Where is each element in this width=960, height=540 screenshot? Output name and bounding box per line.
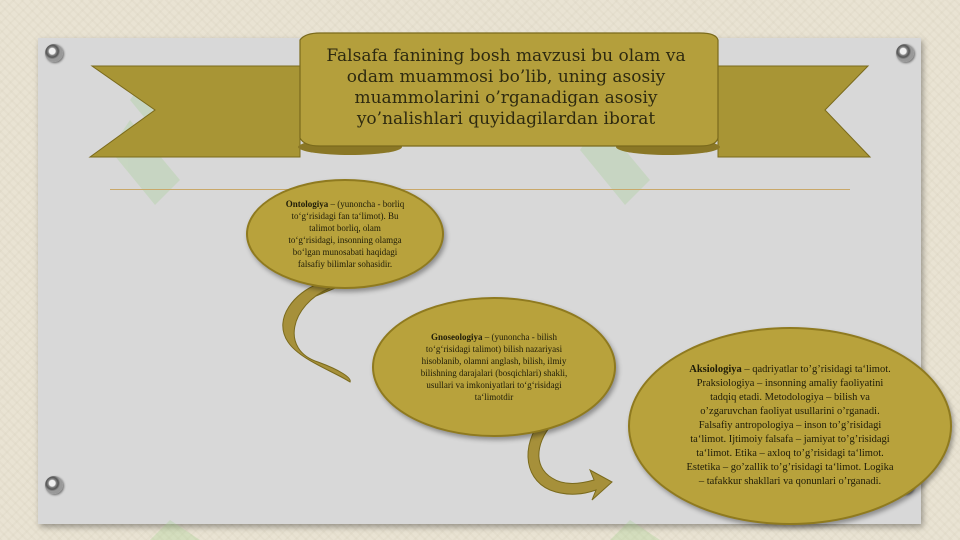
- bubble-description: – qadriyatlar to’g’risidagi ta‘limot. Pr…: [686, 364, 894, 487]
- bubble-text: Ontologiya – (yunoncha - borliq to‘g‘ris…: [285, 198, 405, 270]
- bubble-term: Ontologiya: [285, 199, 329, 209]
- divider-line: [110, 189, 850, 190]
- bubble-gnoseologiya: Gnoseologiya – (yunoncha - bilish to‘g‘r…: [372, 297, 616, 437]
- pin-icon: [45, 44, 63, 62]
- bubble-ontologiya: Ontologiya – (yunoncha - borliq to‘g‘ris…: [246, 179, 444, 289]
- bubble-description: – (yunoncha - bilish to‘g‘risidagi talim…: [420, 332, 568, 402]
- bubble-description: – (yunoncha - borliq to‘g‘risidagi fan t…: [288, 199, 405, 269]
- pin-icon: [896, 44, 914, 62]
- bubble-text: Aksiologiya – qadriyatlar to’g’risidagi …: [685, 363, 895, 489]
- pin-icon: [45, 476, 63, 494]
- bubble-term: Aksiologiya: [689, 364, 742, 375]
- bubble-text: Gnoseologiya – (yunoncha - bilish to‘g‘r…: [414, 331, 574, 403]
- bubble-aksiologiya: Aksiologiya – qadriyatlar to’g’risidagi …: [628, 327, 952, 525]
- bubble-term: Gnoseologiya: [430, 332, 483, 342]
- slide-title: Falsafa fanining bosh mavzusi bu olam va…: [326, 46, 686, 129]
